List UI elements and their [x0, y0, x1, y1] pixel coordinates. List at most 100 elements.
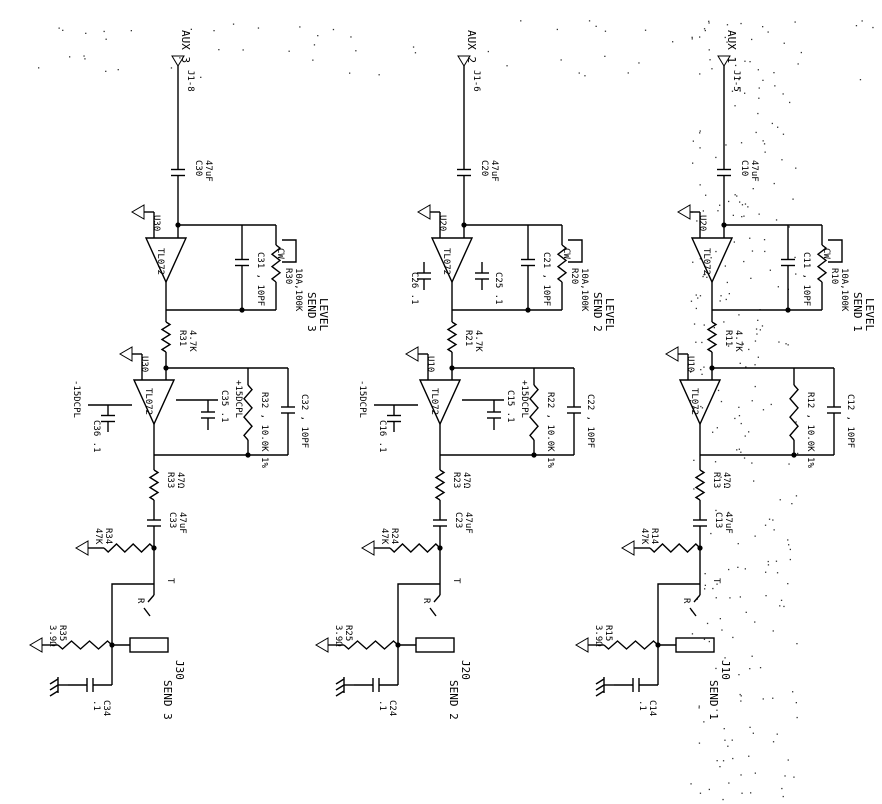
- feedback-resistor: [789, 384, 799, 441]
- junction-dot: [785, 307, 791, 313]
- feedback-resistor: [529, 384, 539, 441]
- speck: [736, 449, 738, 451]
- op-amp-lower: [678, 379, 722, 426]
- speck: [703, 28, 706, 30]
- speck: [705, 194, 707, 196]
- speck: [739, 90, 741, 92]
- speck: [738, 78, 740, 81]
- speck: [716, 709, 718, 711]
- speck: [750, 277, 752, 279]
- speck: [792, 198, 794, 200]
- output-resistor-ref: R33: [165, 472, 175, 488]
- speck: [762, 26, 764, 28]
- ground-symbol: [315, 637, 329, 653]
- speck: [872, 26, 874, 29]
- speck: [355, 50, 357, 52]
- speck: [350, 36, 352, 38]
- speck: [751, 38, 753, 41]
- speck: [759, 329, 761, 331]
- speck: [775, 219, 778, 221]
- speck: [83, 55, 85, 57]
- speck: [752, 188, 754, 190]
- speck: [487, 50, 489, 53]
- op-amp-type: TL072: [441, 248, 451, 275]
- chassis-ground: [49, 684, 59, 691]
- resistor-value: 4.7K: [187, 330, 197, 352]
- speck: [724, 265, 726, 267]
- speck: [735, 64, 737, 67]
- op-amp-ref: U20: [697, 215, 707, 231]
- speck: [691, 38, 693, 40]
- tip-terminal: [693, 594, 701, 603]
- speck: [731, 739, 733, 741]
- speck: [699, 184, 701, 186]
- speck: [772, 741, 775, 743]
- speck: [695, 341, 697, 343]
- speck: [751, 462, 753, 464]
- speck: [299, 26, 301, 28]
- output-resistor-value: 47Ω: [721, 472, 731, 489]
- speck: [738, 448, 740, 450]
- speck: [738, 415, 741, 417]
- chassis-ground: [595, 678, 605, 685]
- ground-symbol: [575, 637, 589, 653]
- feedback-cap-2-label: C12 , 10PF: [845, 394, 855, 448]
- speck: [717, 389, 720, 392]
- send-output-label: SEND 1: [707, 680, 720, 720]
- speck: [715, 509, 717, 512]
- speck: [781, 787, 783, 790]
- op-amp-type: TL072: [429, 388, 439, 415]
- speck: [672, 41, 674, 43]
- speck: [753, 480, 755, 482]
- speck: [62, 29, 64, 31]
- connector-label: J1-5: [731, 70, 741, 92]
- speck: [751, 250, 754, 252]
- speck: [699, 147, 701, 149]
- op-amp-ref: U10: [685, 356, 695, 372]
- speck: [732, 44, 735, 47]
- scan-noise: [38, 20, 874, 801]
- op-amp-ref: U20: [437, 215, 447, 231]
- resistor-ref: R21: [463, 330, 473, 346]
- speck: [739, 596, 741, 598]
- tip-terminal: [433, 594, 441, 603]
- speck: [751, 400, 753, 402]
- junction-dot: [531, 452, 537, 458]
- speck: [769, 269, 771, 271]
- capacitor-value: 47uF: [749, 160, 759, 182]
- op-amp-ref: U30: [151, 215, 161, 231]
- feedback-cap-label: C21 , 10PF: [541, 252, 551, 306]
- speck: [414, 52, 417, 54]
- speck: [690, 300, 693, 302]
- output-resistor: [148, 469, 160, 501]
- output-resistor-ref: R13: [711, 472, 721, 488]
- speck: [728, 200, 730, 203]
- pot-cw-label: CW: [561, 248, 571, 259]
- output-cap-value: 47uF: [177, 512, 187, 534]
- chassis-cap-value: .1: [91, 700, 101, 711]
- ground-resistor-ref: R34: [103, 528, 113, 544]
- speck: [708, 49, 710, 51]
- speck: [792, 691, 794, 693]
- output-resistor-ref: R23: [451, 472, 461, 488]
- speck: [724, 739, 726, 741]
- speck: [711, 68, 713, 70]
- pot-ref: R30: [283, 268, 293, 284]
- speck: [728, 293, 730, 295]
- speck: [754, 621, 756, 623]
- ground-resistor-value: 47K: [639, 528, 649, 545]
- send-level-label: SEND 2: [591, 292, 604, 332]
- speck: [728, 511, 730, 514]
- speck: [794, 21, 796, 23]
- feedback-resistor-label: R12 , 10.0K 1%: [805, 392, 815, 468]
- speck: [762, 698, 764, 700]
- speck: [702, 275, 704, 278]
- output-resistor: [694, 469, 706, 501]
- speck: [795, 495, 798, 497]
- output-resistor-value: 47Ω: [461, 472, 471, 489]
- speck: [743, 457, 746, 459]
- speck: [698, 742, 701, 744]
- speck: [788, 463, 790, 465]
- speck: [130, 30, 132, 32]
- tip-label: T: [451, 578, 461, 584]
